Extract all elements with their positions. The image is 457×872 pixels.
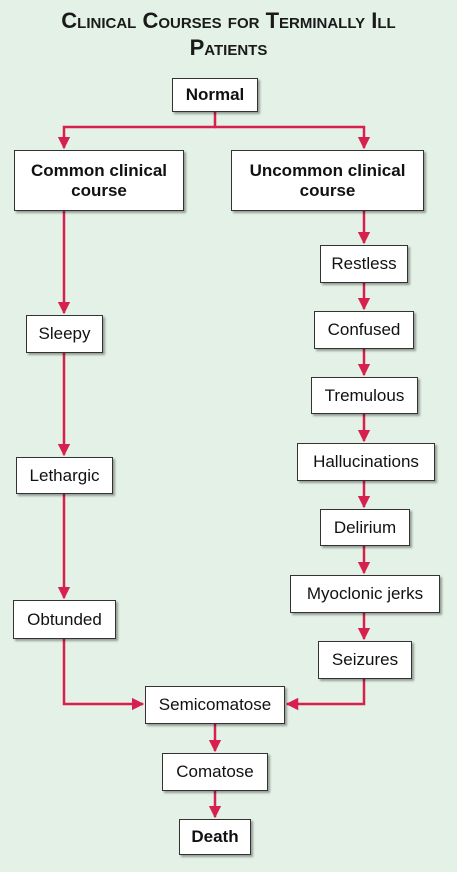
node-tremulous: Tremulous [311, 377, 418, 414]
node-seizures: Seizures [318, 641, 412, 679]
connector-obtunded-to-semicomatose [62, 639, 145, 711]
node-restless: Restless [320, 245, 408, 283]
connector-normal-to-uncommon [215, 125, 371, 150]
connector-seizures-to-semicomatose [285, 679, 366, 711]
node-normal: Normal [172, 78, 258, 112]
node-hallucinations: Hallucinations [297, 443, 435, 481]
node-death: Death [179, 819, 251, 855]
node-common-clinical-course: Common clinical course [14, 150, 184, 211]
node-myoclonic-jerks: Myoclonic jerks [290, 575, 440, 613]
node-sleepy: Sleepy [26, 315, 103, 353]
node-semicomatose: Semicomatose [145, 686, 285, 724]
node-confused: Confused [314, 311, 414, 349]
diagram-title-line2: Patients [189, 35, 268, 60]
node-lethargic: Lethargic [16, 457, 113, 494]
node-comatose: Comatose [162, 753, 268, 791]
diagram-title: Clinical Courses for Terminally Ill [61, 8, 396, 33]
connector-normal-split [57, 112, 217, 150]
node-obtunded: Obtunded [13, 600, 116, 639]
node-delirium: Delirium [320, 509, 410, 546]
node-uncommon-clinical-course: Uncommon clinical course [231, 150, 424, 211]
